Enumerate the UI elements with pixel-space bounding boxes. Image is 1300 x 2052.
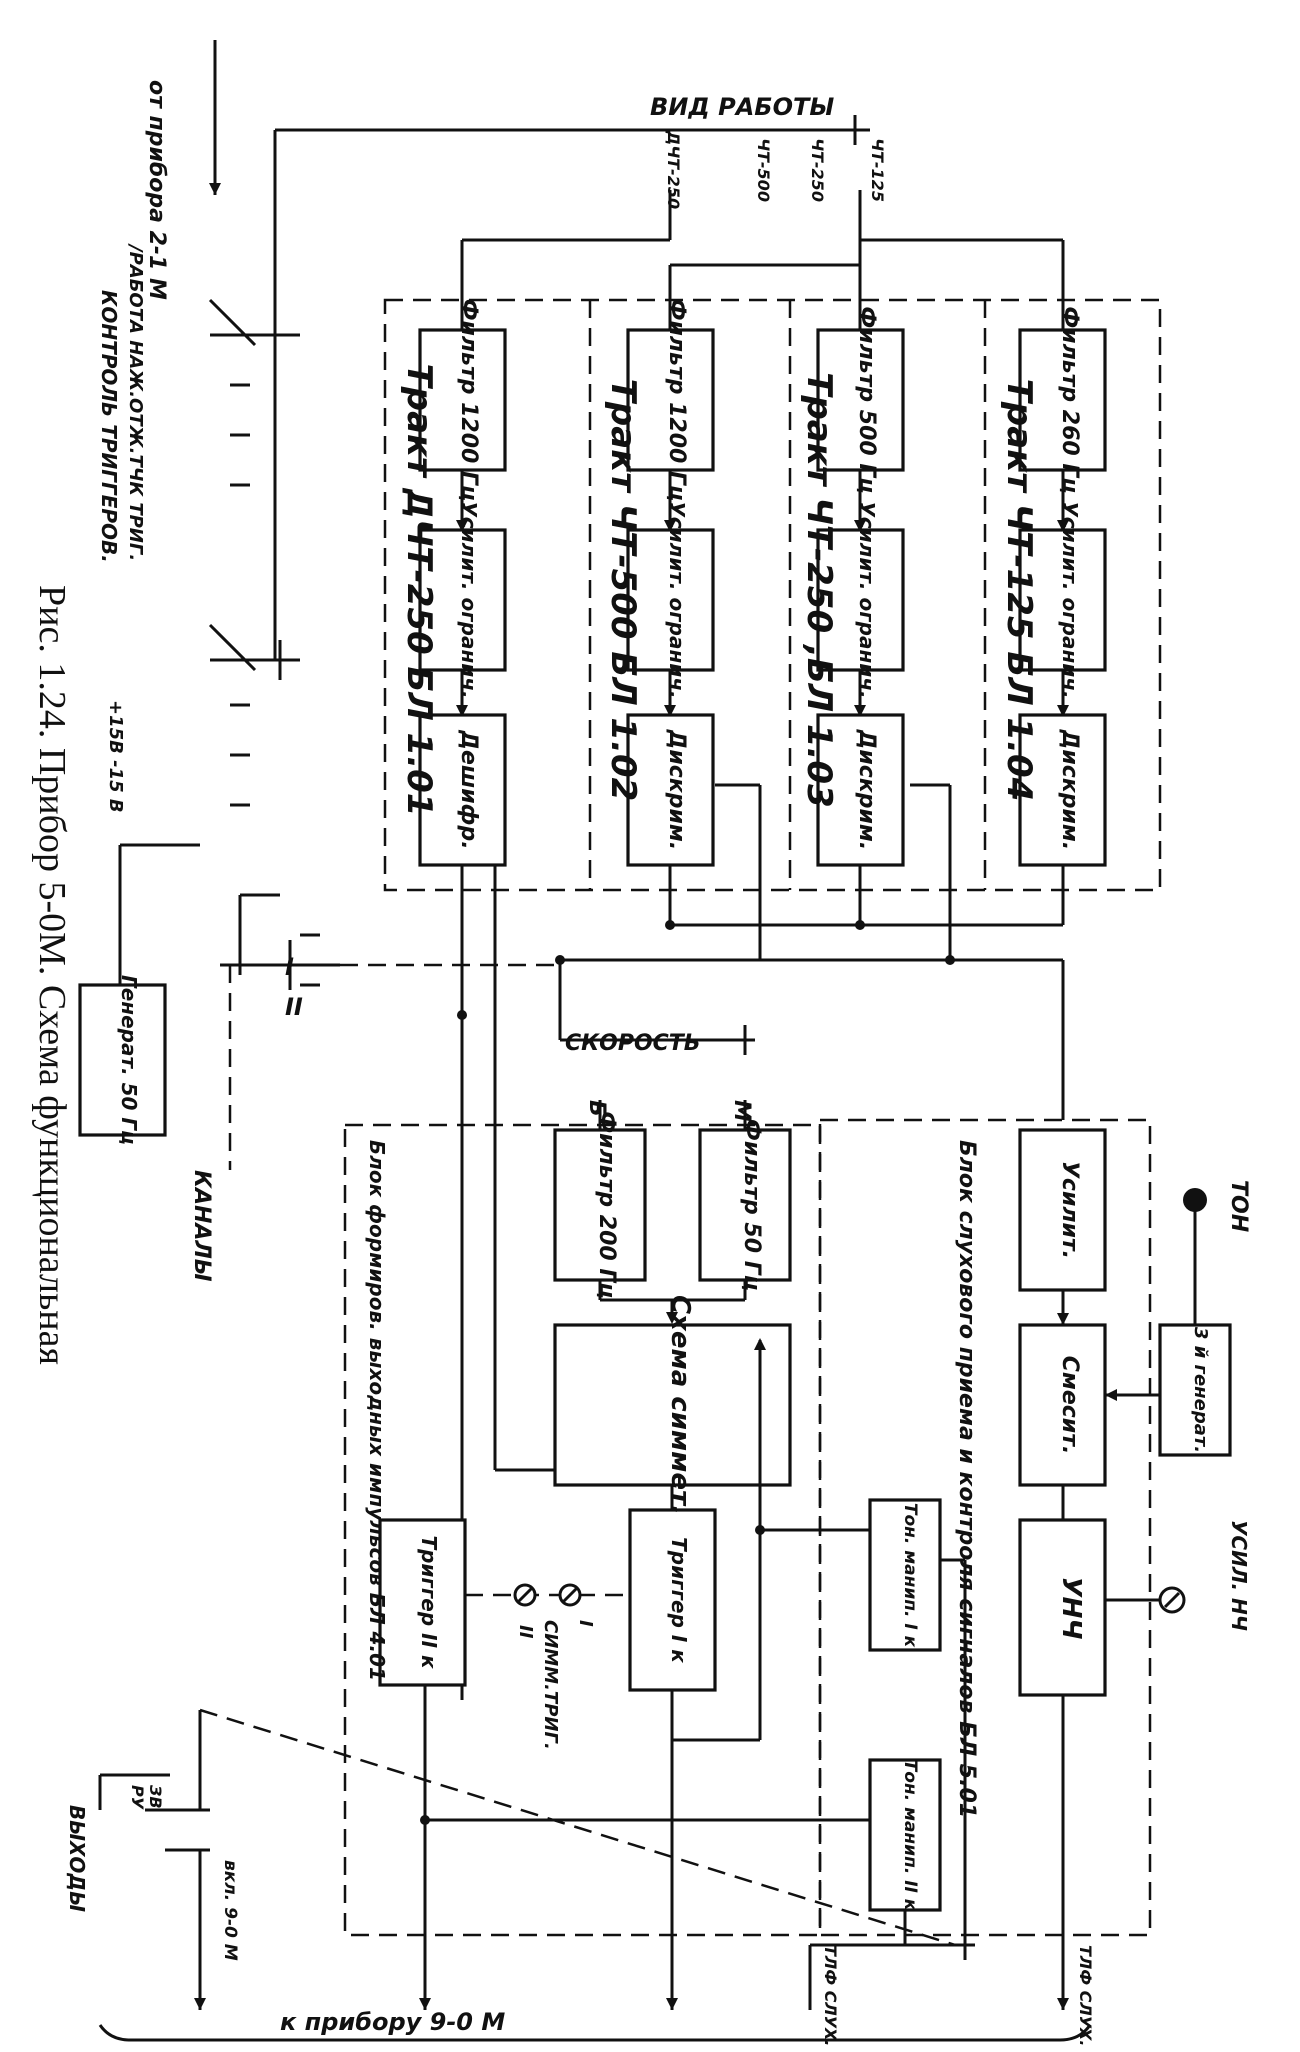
mode-tap-1: ДЧТ-250 [664, 130, 683, 209]
discrim-4 [1018, 713, 1107, 867]
listen-block-internals [808, 1128, 1232, 2010]
bottom-brace [98, 2024, 1092, 2042]
filter-3-label: Фильтр 500 Гц [854, 306, 879, 493]
filter-50-label: Фильтр 50 Гц [739, 1119, 764, 1291]
sym-ii: II [515, 1625, 536, 1639]
out-switch-top: ЗВ [146, 1784, 165, 1809]
roman-one: I [285, 953, 294, 981]
block-texts: Тракт ДЧТ-250 БЛ 1.01 Тракт ЧТ-500 БЛ 1.… [31, 80, 1251, 2052]
amp-3-label: Усилит. огранич. [855, 501, 879, 698]
speed-m: М [729, 1100, 754, 1122]
mode-tap-3: ЧТ-250 [808, 138, 827, 202]
sym-trig-label: СИММ.ТРИГ. [540, 1620, 561, 1750]
path-1-blocks [418, 328, 507, 867]
amp-4-label: Усилит. огранич. [1058, 501, 1082, 698]
path-2-blocks [626, 328, 715, 867]
amp-1-label: Усилит. огранич. [457, 501, 481, 698]
trigger-1 [628, 1508, 717, 1692]
filter-2-label: Фильтр 1200 Гц [664, 299, 689, 502]
filter-2 [626, 328, 715, 472]
mode-tap-4: ЧТ-125 [868, 138, 887, 202]
discrim-3-label: Дискрим. [854, 729, 879, 850]
speed-b: Б [584, 1100, 609, 1117]
symmetry-circuit [553, 1323, 792, 1487]
sym-i: I [575, 1620, 596, 1627]
discrim-2-label: Дискрим. [664, 729, 689, 850]
decoder [418, 713, 507, 867]
control-triggers-label: КОНТРОЛЬ ТРИГГЕРОВ. [97, 290, 121, 563]
figure-caption: Рис. 1.24. Прибор 5-0М. Схема функционал… [31, 585, 73, 1365]
trigger-2-label: Триггер II к [417, 1535, 441, 1669]
mode-tap-2: ЧТ-500 [754, 138, 773, 202]
lf-amplifier [1018, 1518, 1107, 1697]
output-block-internals [199, 1100, 956, 2010]
work-trig-label: /РАБОТА НАЖ.ОТЖ.ТЧК ТРИГ. [125, 243, 146, 561]
filter-50 [698, 1128, 792, 1282]
tone-manip-1 [868, 1498, 942, 1652]
tract-dchr-250-frame [383, 298, 1162, 892]
tlf-receive-label: ТЛФ СЛУХ. ПРИЕМ [1076, 1945, 1095, 2047]
outputs-wiring [98, 1710, 210, 2010]
trigger-1-label: Триггер I к [667, 1537, 691, 1663]
filter-4 [1018, 328, 1107, 472]
filter-4-label: Фильтр 260 Гц [1057, 306, 1082, 493]
tract-frames [383, 298, 1162, 892]
listen-block-title: Блок слухового приема и контроля сигнало… [954, 1140, 979, 1818]
tone-manip-2-label: Тон. манип. II к [900, 1760, 920, 1911]
discrim-2 [626, 713, 715, 867]
listen-amp-label: Усилит. [1057, 1161, 1082, 1259]
outputs-label: ВЫХОДЫ [65, 1805, 89, 1912]
path-4-blocks [1018, 328, 1107, 867]
mixer-label: Смесит. [1057, 1356, 1082, 1455]
filter-1 [418, 328, 507, 472]
tone-manip-1-label: Тон. манип. I к [900, 1503, 920, 1648]
symmetry-label: Схема симмет. [665, 1295, 695, 1515]
output-block-title: Блок формиров. выходных импульсов БЛ 4.0… [365, 1140, 389, 1681]
bottom-label: к прибору 9-0 М [280, 2008, 505, 2036]
decoder-label: Дешифр. [456, 729, 481, 849]
tract-chains [456, 240, 1069, 717]
trigger-2 [378, 1518, 467, 1687]
filter-3 [816, 328, 905, 472]
third-generator-label: 3 й генерат. [1190, 1327, 1211, 1453]
discrim-4-label: Дискрим. [1057, 729, 1082, 850]
out-on-label: вкл. 9-0 М [220, 1860, 240, 1961]
path-1-title: Тракт ДЧТ-250 БЛ 1.01 [399, 364, 439, 817]
listen-block-frame [818, 1118, 1152, 1937]
discrim-3 [816, 713, 905, 867]
input-arrow [209, 40, 221, 195]
amp-2-label: Усилит. огранич. [665, 501, 689, 698]
amp-4 [1018, 528, 1107, 672]
path-3-blocks [816, 328, 905, 867]
path-4-title: Тракт ЧТ-125 БЛ 1.04 [999, 379, 1039, 802]
path-3-title: Тракт ЧТ-250 ,БЛ 1.03 [799, 372, 839, 807]
generator-50hz [78, 983, 167, 1137]
roman-two: II [285, 993, 303, 1021]
mode-label: ВИД РАБОТЫ [650, 93, 834, 121]
speed-label: СКОРОСТЬ [565, 1031, 701, 1056]
from-device-label: от прибора 2-1 М [144, 80, 169, 300]
mixer [1018, 1323, 1107, 1487]
tone-label: ТОН [1226, 1180, 1251, 1232]
amp-lf-label: УСИЛ. НЧ [1227, 1520, 1251, 1631]
power-label: +15В -15 В [105, 700, 126, 813]
path-2-title: Тракт ЧТ-500 БЛ 1.02 [603, 379, 643, 802]
generator-label: Генерат. 50 Гц [117, 975, 141, 1145]
filter-200-label: Фильтр 200 Гц [594, 1111, 619, 1298]
amp-1 [418, 528, 507, 672]
left-switch-lines [118, 90, 560, 1170]
lf-amplifier-label: УНЧ [1056, 1577, 1086, 1640]
amp-3 [816, 528, 905, 672]
out-switch-bottom: РУ [128, 1785, 147, 1810]
filter-1-label: Фильтр 1200 Гц [456, 299, 481, 502]
tlf-control-label: ТЛФ СЛУХ. КОНТР [821, 1945, 840, 2047]
channels-label: КАНАЛЫ [189, 1170, 214, 1282]
amp-2 [626, 528, 715, 672]
